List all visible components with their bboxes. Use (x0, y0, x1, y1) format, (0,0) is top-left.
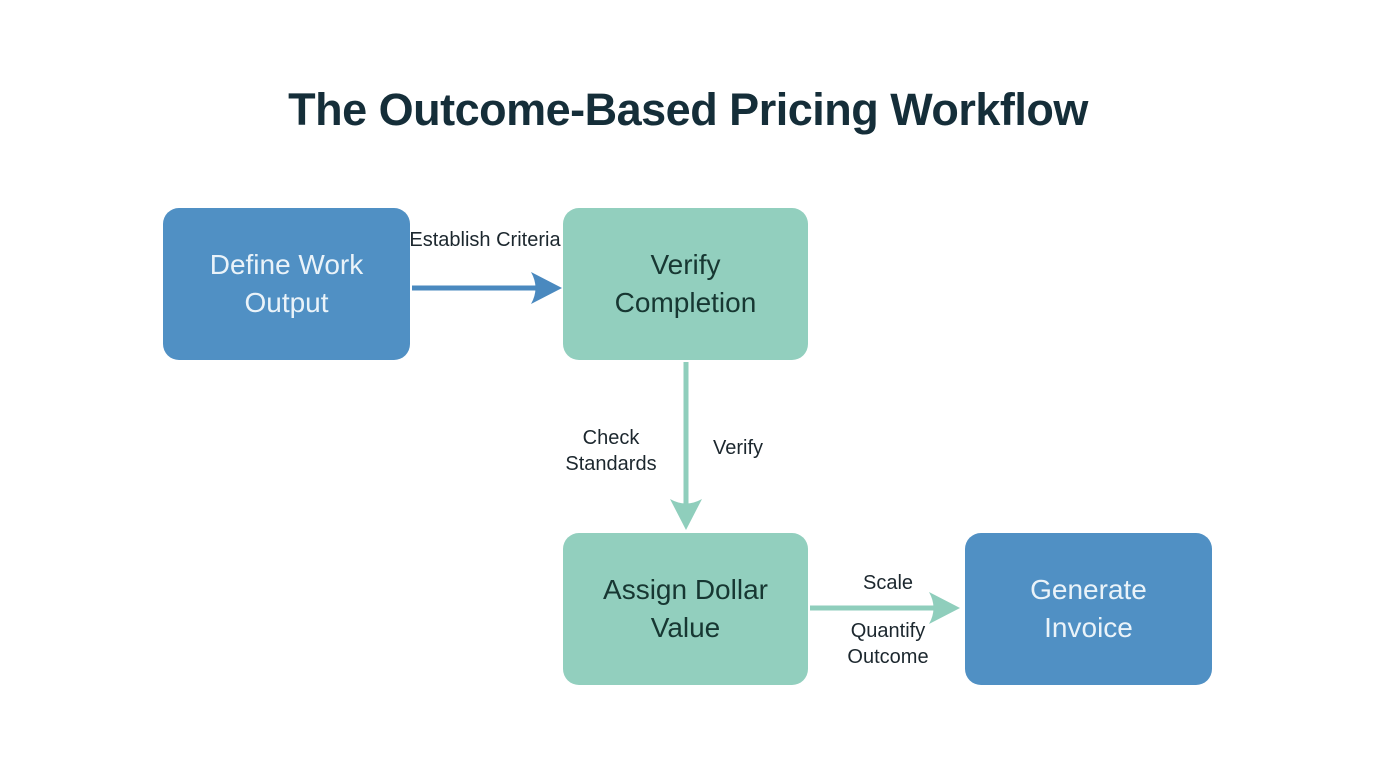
node-define-work-output: Define Work Output (163, 208, 410, 360)
edge-label-check-standards: Check Standards (565, 427, 657, 475)
edge-label-verify: Verify (712, 437, 764, 459)
page-title: The Outcome-Based Pricing Workflow (288, 84, 1088, 135)
node-label: Generate Invoice (1030, 574, 1147, 643)
edge-label-scale: Scale (862, 572, 914, 594)
node-assign-dollar-value: Assign Dollar Value (563, 533, 808, 685)
edge-label-quantify-outcome: Quantify Outcome (847, 620, 929, 668)
edge-label-establish-criteria: Establish Criteria (409, 229, 561, 251)
node-label: Verify Completion (614, 249, 757, 318)
arrow-define-to-verify (412, 272, 562, 304)
node-label: Define Work Output (209, 249, 364, 318)
node-label: Assign Dollar Value (603, 574, 768, 643)
node-verify-completion: Verify Completion (563, 208, 808, 360)
node-generate-invoice: Generate Invoice (965, 533, 1212, 685)
